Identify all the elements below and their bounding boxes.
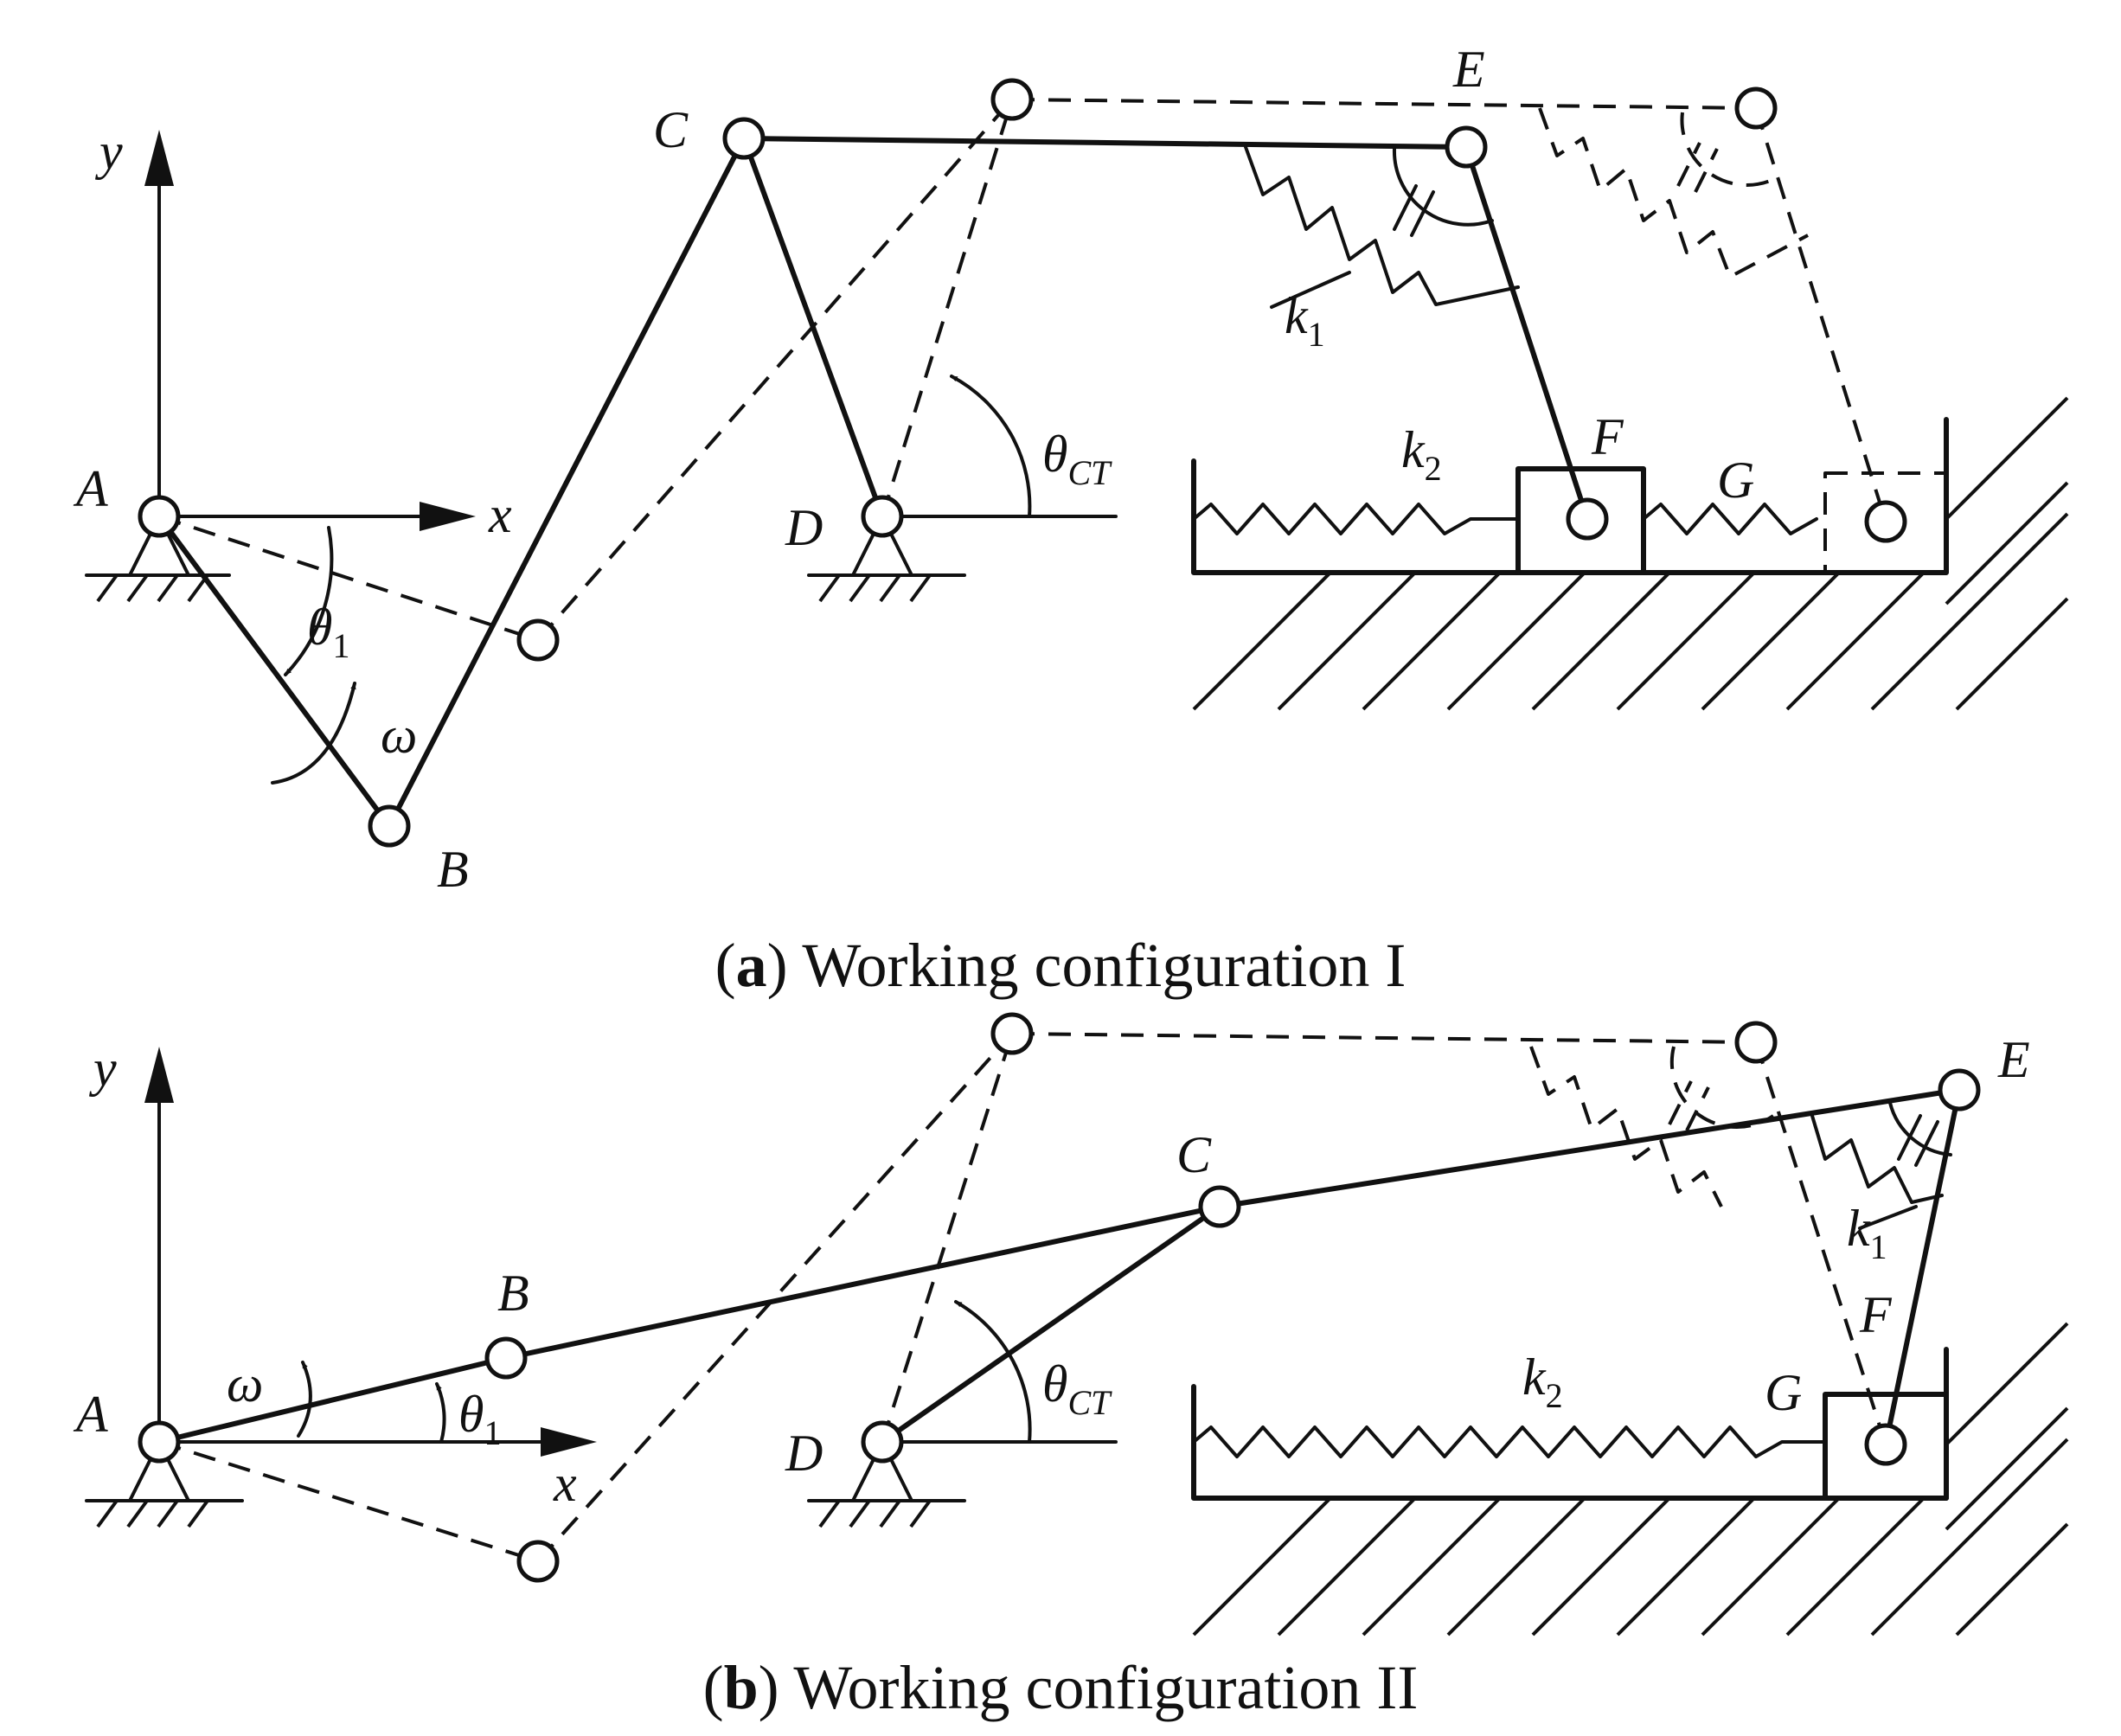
caption-b: (b) Working configuration II <box>703 1653 1419 1722</box>
omega-arc <box>297 1361 312 1438</box>
labels-b: y x A B C D E F G ω θ1 θCT k1 k2 <box>73 1031 2030 1512</box>
joints-b <box>138 1068 1981 1466</box>
label-thetact: θCT <box>1042 1355 1112 1422</box>
link-ce <box>741 136 1469 150</box>
label-g: G <box>1717 452 1754 509</box>
joint-b <box>484 1336 528 1380</box>
label-omega: ω <box>227 1355 263 1413</box>
label-e: E <box>1997 1031 2030 1088</box>
joint-d <box>861 1420 904 1464</box>
theta1-arc <box>435 1382 446 1444</box>
axes-b <box>144 1047 597 1457</box>
link-ab <box>157 1355 509 1445</box>
thetact-arc <box>950 375 1032 518</box>
joint-c-alt <box>990 78 1034 121</box>
joint-f-alt <box>1864 500 1907 543</box>
link-bc <box>387 136 747 829</box>
joint-c <box>1198 1185 1241 1228</box>
label-k2: k2 <box>1522 1348 1563 1415</box>
ground-support-d <box>807 1440 966 1528</box>
x-axis-arrowhead <box>541 1427 597 1457</box>
label-k1: k1 <box>1847 1200 1887 1266</box>
label-a: A <box>73 1386 108 1443</box>
joint-e-alt <box>1734 86 1778 130</box>
label-y: y <box>94 123 123 180</box>
label-f: F <box>1859 1286 1893 1343</box>
link-ab <box>157 514 392 829</box>
label-y: y <box>88 1040 117 1097</box>
joints-a <box>138 117 1609 848</box>
label-d: D <box>785 1425 823 1482</box>
link-bc <box>503 1204 1222 1361</box>
slider-assembly-b <box>1191 1322 2069 1637</box>
dashed-configuration-a <box>158 78 1948 662</box>
joint-c-alt <box>990 1012 1034 1055</box>
y-axis-arrowhead <box>144 1047 174 1103</box>
slider-assembly-a <box>1191 396 2069 711</box>
slider-block <box>1515 466 1646 575</box>
link-cd <box>880 1204 1222 1445</box>
label-x: x <box>488 486 512 543</box>
joint-b-alt <box>516 1540 560 1583</box>
joint-c <box>722 117 766 160</box>
thetact-arc <box>954 1300 1032 1444</box>
x-axis-arrowhead <box>420 502 476 531</box>
link-cd <box>741 136 885 519</box>
linkage-a <box>157 136 1590 829</box>
joint-e <box>1938 1068 1981 1111</box>
joint-f <box>1864 1423 1907 1466</box>
label-x: x <box>553 1455 577 1512</box>
torsion-spring-k1-b <box>1810 1101 1952 1230</box>
joint-d <box>861 495 904 538</box>
ground-support-a <box>85 1440 244 1528</box>
label-k2: k2 <box>1401 421 1442 488</box>
link-ef <box>1883 1087 1962 1447</box>
label-f: F <box>1591 408 1624 465</box>
joint-e-alt <box>1734 1021 1778 1064</box>
torsion-spring-k1-a <box>1244 145 1520 309</box>
joint-b-alt <box>516 618 560 662</box>
link-ce <box>1217 1087 1962 1209</box>
omega-arc <box>271 682 356 785</box>
link-ef <box>1464 144 1590 522</box>
slider-block <box>1823 1392 1949 1501</box>
theta1-arc <box>284 526 334 676</box>
axes-a <box>144 130 476 531</box>
label-k1: k1 <box>1285 287 1325 354</box>
label-e: E <box>1452 41 1485 98</box>
caption-a: (a) Working configuration I <box>715 931 1407 1000</box>
dashed-configuration-b <box>158 1012 1887 1583</box>
label-d: D <box>785 499 823 556</box>
angle-markers-b <box>297 1300 1032 1444</box>
label-theta1: θ1 <box>458 1386 501 1452</box>
label-a: A <box>73 460 108 517</box>
label-c: C <box>1176 1126 1212 1183</box>
joint-a <box>138 1420 181 1464</box>
label-theta1: θ1 <box>307 599 349 665</box>
label-omega: ω <box>381 707 417 764</box>
panel-b: y x A B C D E F G ω θ1 θCT k1 k2 (b) Wor… <box>73 1012 2069 1722</box>
label-b: B <box>497 1265 529 1322</box>
panel-a: y x A B C D E F G ω θ1 θCT k1 k2 (a) Wor… <box>73 41 2069 1000</box>
angle-markers-a <box>271 375 1032 785</box>
ground-support-d <box>807 515 966 603</box>
joint-e <box>1445 125 1488 169</box>
label-thetact: θCT <box>1042 426 1112 492</box>
linkage-b <box>157 1087 1962 1447</box>
joint-f <box>1566 497 1609 541</box>
label-c: C <box>653 101 689 158</box>
joint-a <box>138 495 181 538</box>
y-axis-arrowhead <box>144 130 174 186</box>
labels-a: y x A B C D E F G ω θ1 θCT k1 k2 <box>73 41 1754 898</box>
label-g: G <box>1765 1364 1802 1421</box>
label-b: B <box>437 841 469 898</box>
joint-b <box>368 804 411 848</box>
